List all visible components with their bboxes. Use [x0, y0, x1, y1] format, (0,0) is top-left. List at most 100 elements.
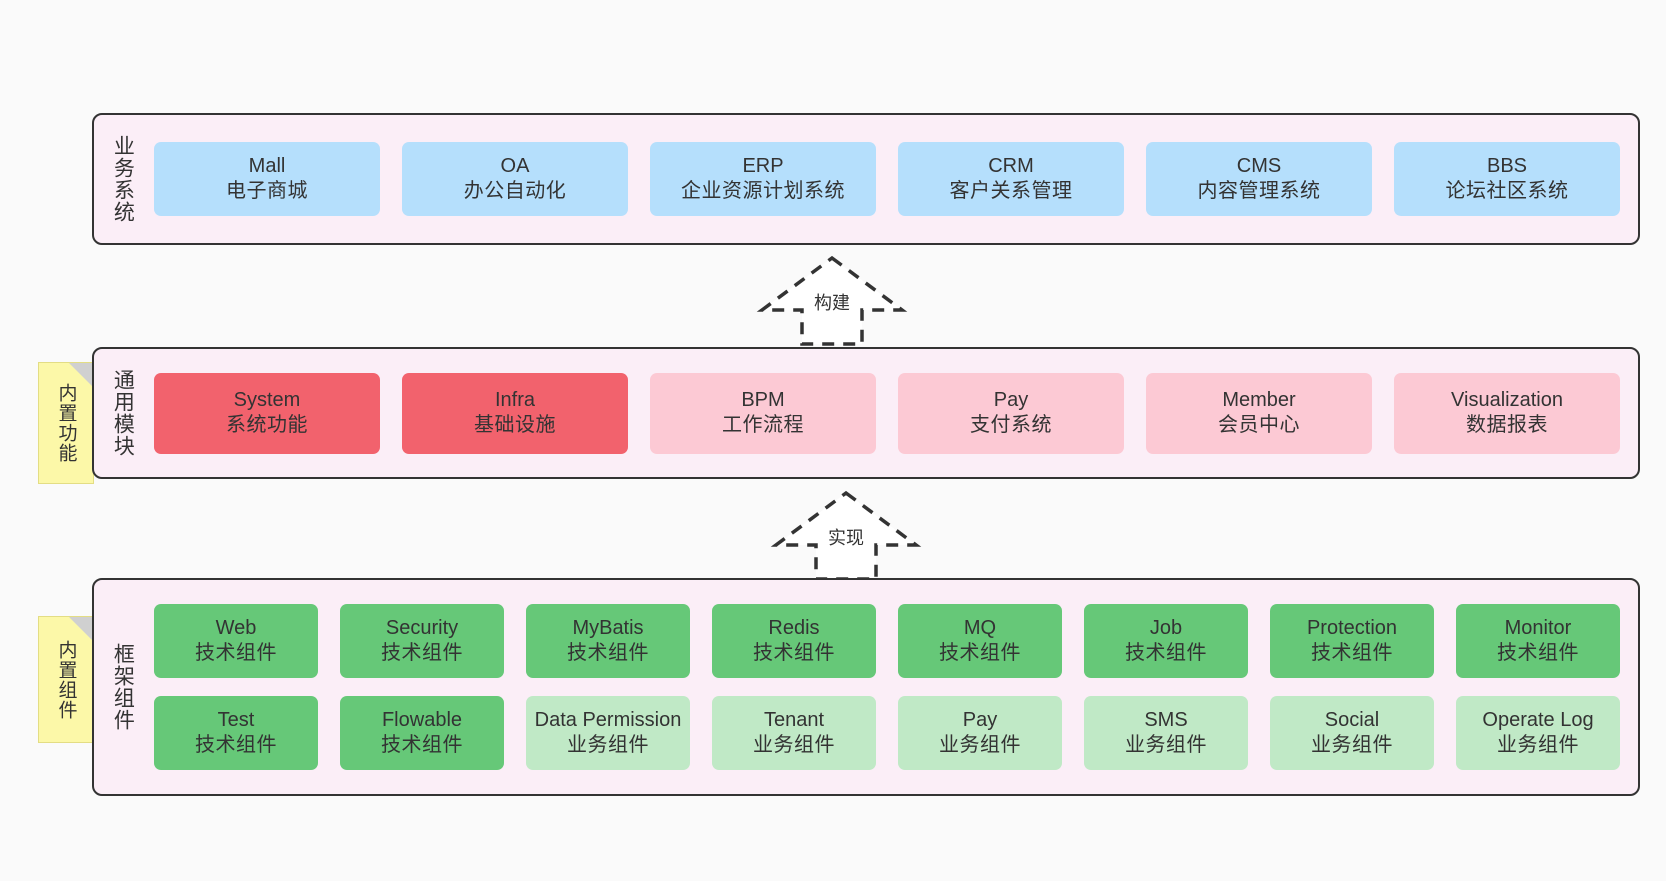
arrow-implement: 实现: [766, 487, 926, 582]
card-title-en: Member: [1222, 389, 1296, 412]
card-title-en: Job: [1149, 617, 1183, 640]
card-row: Mall 电子商城 OA 办公自动化 ERP 企业资源计划系统 CRM 客户关系…: [154, 142, 1620, 216]
card-row: System 系统功能 Infra 基础设施 BPM 工作流程 Pay 支付系统…: [154, 372, 1620, 454]
card-title-en: Test: [217, 709, 255, 732]
card-data-permission[interactable]: Data Permission 业务组件: [526, 696, 690, 770]
card-title-en: BBS: [1486, 155, 1528, 178]
card-title-en: MQ: [963, 617, 997, 640]
sticky-note-builtin-components: 内置组件: [38, 616, 94, 743]
card-system[interactable]: System 系统功能: [154, 372, 380, 454]
card-title-cn: 技术组件: [195, 733, 277, 756]
sticky-note-builtin-features: 内置功能: [38, 362, 94, 484]
card-title-cn: 业务组件: [567, 733, 649, 756]
card-mall[interactable]: Mall 电子商城: [154, 142, 380, 216]
layer-title-framework-components: 框架组件: [111, 643, 135, 731]
card-title-en: Data Permission: [534, 709, 682, 732]
layer-title-common-modules: 通用模块: [111, 369, 135, 457]
card-title-en: Social: [1324, 709, 1380, 732]
layer-body-common-modules: System 系统功能 Infra 基础设施 BPM 工作流程 Pay 支付系统…: [150, 349, 1638, 477]
card-member[interactable]: Member 会员中心: [1146, 372, 1372, 454]
card-title-cn: 电子商城: [226, 179, 308, 202]
card-protection[interactable]: Protection 技术组件: [1270, 604, 1434, 678]
layer-body-business-system: Mall 电子商城 OA 办公自动化 ERP 企业资源计划系统 CRM 客户关系…: [150, 115, 1638, 243]
sticky-note-label: 内置组件: [55, 639, 77, 720]
card-title-cn: 技术组件: [753, 641, 835, 664]
sticky-note-label: 内置功能: [55, 383, 77, 463]
card-erp[interactable]: ERP 企业资源计划系统: [650, 142, 876, 216]
card-title-cn: 企业资源计划系统: [681, 179, 845, 202]
card-cms[interactable]: CMS 内容管理系统: [1146, 142, 1372, 216]
card-title-en: Tenant: [763, 709, 825, 732]
card-title-cn: 业务组件: [1497, 733, 1579, 756]
card-title-cn: 工作流程: [722, 413, 804, 436]
card-title-cn: 业务组件: [753, 733, 835, 756]
card-flowable[interactable]: Flowable 技术组件: [340, 696, 504, 770]
arrow-implement-icon: [770, 490, 922, 581]
card-operate-log[interactable]: Operate Log 业务组件: [1456, 696, 1620, 770]
card-title-cn: 系统功能: [226, 413, 308, 436]
card-title-en: Security: [385, 617, 459, 640]
card-title-cn: 业务组件: [1125, 733, 1207, 756]
card-title-en: Operate Log: [1482, 709, 1594, 732]
card-title-cn: 内容管理系统: [1197, 179, 1321, 202]
card-title-en: System: [233, 389, 301, 412]
layer-business-system: 业务系统 Mall 电子商城 OA 办公自动化 ERP 企业资源计划系统 CRM…: [92, 113, 1640, 245]
card-bpm[interactable]: BPM 工作流程: [650, 372, 876, 454]
card-monitor[interactable]: Monitor 技术组件: [1456, 604, 1620, 678]
card-redis[interactable]: Redis 技术组件: [712, 604, 876, 678]
card-mq[interactable]: MQ 技术组件: [898, 604, 1062, 678]
card-title-en: OA: [500, 155, 530, 178]
layer-body-framework-components: Web 技术组件 Security 技术组件 MyBatis 技术组件 Redi…: [150, 580, 1638, 794]
card-title-cn: 基础设施: [474, 413, 556, 436]
card-title-cn: 技术组件: [939, 641, 1021, 664]
card-title-cn: 技术组件: [195, 641, 277, 664]
card-title-cn: 技术组件: [1311, 641, 1393, 664]
card-bbs[interactable]: BBS 论坛社区系统: [1394, 142, 1620, 216]
card-title-en: BPM: [741, 389, 785, 412]
card-security[interactable]: Security 技术组件: [340, 604, 504, 678]
card-crm[interactable]: CRM 客户关系管理: [898, 142, 1124, 216]
card-title-cn: 业务组件: [939, 733, 1021, 756]
arrow-build: 构建: [752, 252, 912, 347]
card-title-cn: 办公自动化: [463, 179, 567, 202]
card-title-en: Web: [215, 617, 257, 640]
card-title-cn: 数据报表: [1466, 413, 1548, 436]
card-title-en: Visualization: [1451, 389, 1563, 412]
card-visualization[interactable]: Visualization 数据报表: [1394, 372, 1620, 454]
card-pay[interactable]: Pay 支付系统: [898, 372, 1124, 454]
card-mybatis[interactable]: MyBatis 技术组件: [526, 604, 690, 678]
card-social[interactable]: Social 业务组件: [1270, 696, 1434, 770]
card-sms[interactable]: SMS 业务组件: [1084, 696, 1248, 770]
card-job[interactable]: Job 技术组件: [1084, 604, 1248, 678]
card-title-cn: 技术组件: [381, 641, 463, 664]
card-title-en: Monitor: [1504, 617, 1572, 640]
layer-title-business-system: 业务系统: [111, 135, 135, 223]
card-infra[interactable]: Infra 基础设施: [402, 372, 628, 454]
card-title-en: Infra: [494, 389, 536, 412]
card-title-cn: 技术组件: [1497, 641, 1579, 664]
arrow-implement-label: 实现: [828, 528, 864, 548]
card-title-en: Pay: [962, 709, 998, 732]
card-title-en: MyBatis: [572, 617, 644, 640]
layer-common-modules: 通用模块 System 系统功能 Infra 基础设施 BPM 工作流程 Pay…: [92, 347, 1640, 479]
card-title-cn: 业务组件: [1311, 733, 1393, 756]
card-title-en: Protection: [1306, 617, 1398, 640]
card-web[interactable]: Web 技术组件: [154, 604, 318, 678]
card-title-cn: 客户关系管理: [949, 179, 1073, 202]
card-tenant[interactable]: Tenant 业务组件: [712, 696, 876, 770]
card-title-cn: 技术组件: [381, 733, 463, 756]
card-title-en: CMS: [1236, 155, 1282, 178]
arrow-build-icon: [756, 255, 908, 346]
card-oa[interactable]: OA 办公自动化: [402, 142, 628, 216]
card-title-en: Redis: [768, 617, 820, 640]
card-pay-business[interactable]: Pay 业务组件: [898, 696, 1062, 770]
arrow-build-label: 构建: [814, 293, 850, 313]
card-test[interactable]: Test 技术组件: [154, 696, 318, 770]
card-title-cn: 技术组件: [1125, 641, 1207, 664]
card-title-en: SMS: [1144, 709, 1188, 732]
card-title-cn: 支付系统: [970, 413, 1052, 436]
card-title-en: Pay: [993, 389, 1029, 412]
card-title-en: ERP: [742, 155, 784, 178]
layer-framework-components: 框架组件 Web 技术组件 Security 技术组件 MyBatis 技术组件…: [92, 578, 1640, 796]
